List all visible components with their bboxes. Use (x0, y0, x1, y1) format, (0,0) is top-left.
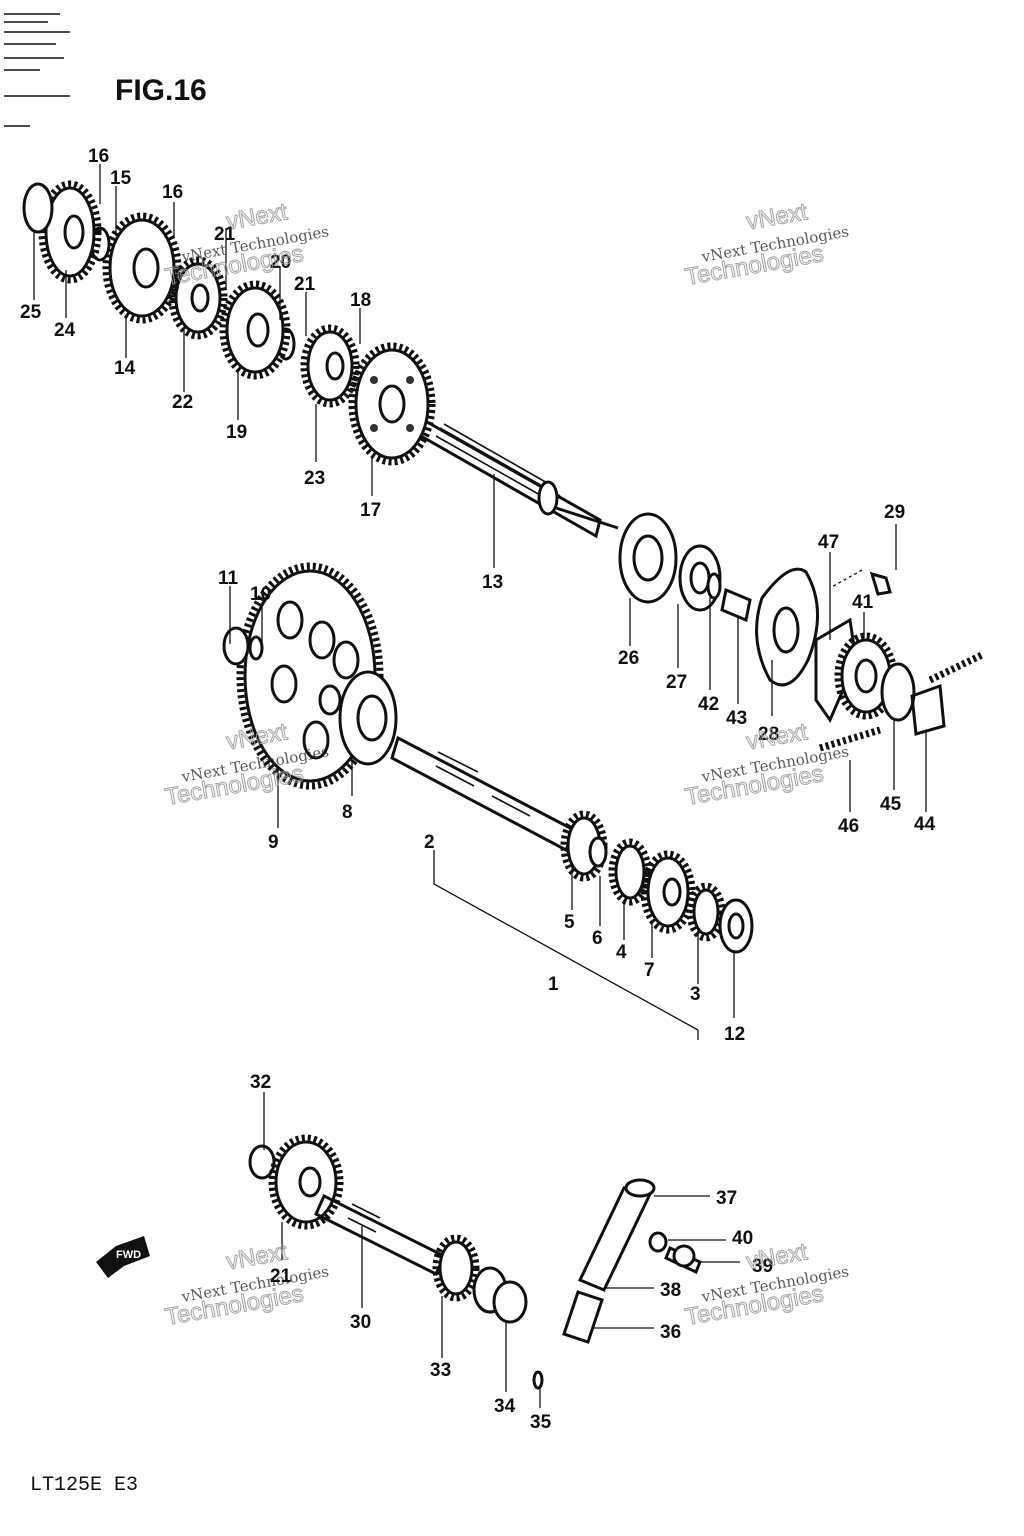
callout: 13 (482, 572, 503, 593)
callout-numbers: 16 15 16 21 20 21 18 25 24 14 22 19 23 1… (20, 146, 936, 1433)
callout: 32 (250, 1072, 271, 1093)
callout: 41 (852, 592, 874, 613)
callout: 43 (726, 708, 747, 729)
callout: 3 (690, 984, 701, 1005)
callout: 33 (430, 1360, 451, 1381)
callout: 19 (226, 422, 247, 443)
callout: 20 (270, 252, 291, 273)
callout: 16 (162, 182, 183, 203)
callout: 36 (660, 1322, 681, 1343)
callout: 37 (716, 1188, 737, 1209)
callout: 4 (616, 942, 627, 963)
callout: 5 (564, 912, 575, 933)
callout: 10 (250, 584, 271, 605)
forward-arrow-icon: FWD (96, 1236, 150, 1278)
callout: 1 (548, 974, 559, 995)
watermark: vNext Technologies vNext Technologies (162, 1238, 330, 1332)
callout: 45 (880, 794, 902, 815)
callout: 2 (424, 832, 435, 853)
callout: 21 (270, 1266, 292, 1287)
callout: 34 (494, 1396, 516, 1417)
callout: 18 (350, 290, 371, 311)
callout: 42 (698, 694, 719, 715)
callout: 40 (732, 1228, 753, 1249)
lower-shaft-assembly (248, 1134, 702, 1390)
callout: 44 (914, 814, 936, 835)
callout: 21 (214, 224, 236, 245)
callout: 21 (294, 274, 316, 295)
upper-shaft-assembly (22, 180, 986, 752)
callout: 17 (360, 500, 381, 521)
callout: 35 (530, 1412, 552, 1433)
callout: 25 (20, 302, 42, 323)
figure-title: FIG.16 (115, 74, 207, 107)
callout: 7 (644, 960, 655, 981)
callout: 27 (666, 672, 687, 693)
callout: 15 (110, 168, 132, 189)
callout: 8 (342, 802, 353, 823)
callout: 6 (592, 928, 603, 949)
header-scribble (4, 13, 70, 127)
watermark: vNext Technologies vNext Technologies (682, 1238, 850, 1332)
leader-lines (33, 164, 927, 1408)
callout: 16 (88, 146, 109, 167)
callout: 38 (660, 1280, 681, 1301)
watermark: vNext Technologies vNext Technologies (682, 718, 850, 812)
callout: 23 (304, 468, 325, 489)
callout: 14 (114, 358, 136, 379)
svg-text:FWD: FWD (116, 1249, 141, 1261)
callout: 24 (54, 320, 76, 341)
callout: 12 (724, 1024, 745, 1045)
callout: 11 (218, 568, 239, 589)
callout: 28 (758, 724, 779, 745)
callout: 29 (884, 502, 905, 523)
callout: 47 (818, 532, 839, 553)
middle-shaft-assembly (222, 562, 754, 1040)
callout: 39 (752, 1256, 773, 1277)
model-code: LT125E E3 (30, 1474, 138, 1497)
callout: 22 (172, 392, 193, 413)
callout: 9 (268, 832, 279, 853)
callout: 46 (838, 816, 859, 837)
callout: 26 (618, 648, 639, 669)
watermark: vNext Technologies vNext Technologies (682, 198, 850, 292)
callout: 30 (350, 1312, 371, 1333)
